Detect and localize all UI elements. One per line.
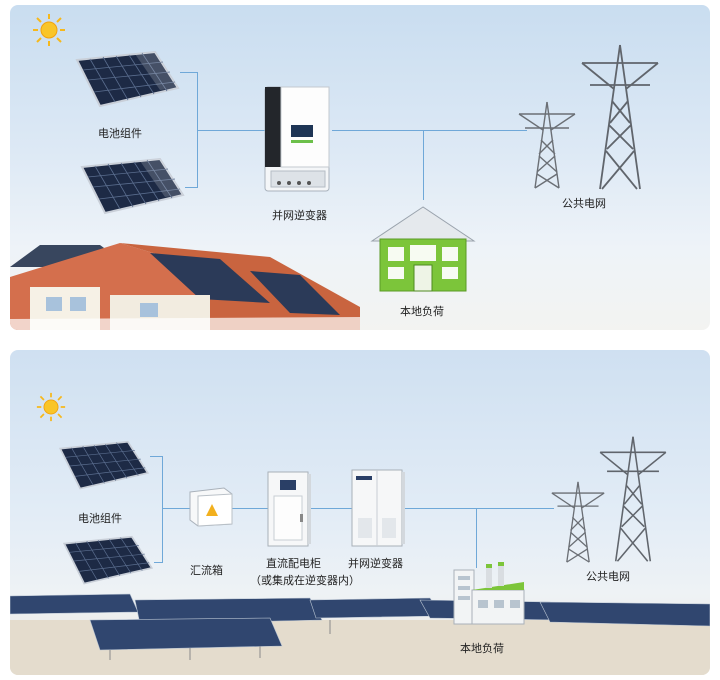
- connector-line: [154, 562, 162, 563]
- grid-inverter-label: 并网逆变器: [348, 557, 403, 570]
- solar-panel-icon: [75, 50, 180, 108]
- connector-line: [162, 456, 163, 563]
- grid-inverter-label: 并网逆变器: [272, 209, 327, 222]
- transmission-tower-icon: [581, 44, 659, 190]
- transmission-tower-icon: [518, 101, 576, 189]
- sun-icon: [33, 14, 65, 46]
- transmission-tower-icon: [551, 481, 605, 563]
- connector-line: [162, 508, 190, 509]
- solar-panel-icon: [58, 440, 150, 490]
- connector-line: [332, 130, 527, 131]
- solar-modules-label: 电池组件: [78, 512, 122, 525]
- dc-cabinet-note: （或集成在逆变器内）: [250, 574, 360, 587]
- connector-line: [185, 187, 197, 188]
- solar-panel-icon: [80, 157, 185, 215]
- solar-field-illustration: [10, 593, 710, 675]
- connector-line: [476, 508, 477, 568]
- house-icon: [370, 206, 476, 292]
- sun-icon: [36, 392, 66, 422]
- connector-line: [310, 508, 352, 509]
- solar-modules-label: 电池组件: [98, 127, 142, 140]
- combiner-box-label: 汇流箱: [190, 564, 223, 577]
- solar-panel-icon: [62, 535, 154, 585]
- cabinet-icon: [351, 469, 405, 547]
- rooftop-illustration: [10, 243, 360, 330]
- public-grid-label: 公共电网: [562, 197, 606, 210]
- connector-line: [404, 508, 554, 509]
- transmission-tower-icon: [599, 436, 667, 562]
- local-load-label: 本地负荷: [400, 305, 444, 318]
- dc-cabinet-label: 直流配电柜: [266, 557, 321, 570]
- factory-icon: [453, 562, 525, 625]
- rooftop-diagram-panel: 电池组件 并网逆变器: [10, 5, 710, 330]
- cabinet-icon: [267, 471, 311, 547]
- connector-line: [423, 130, 424, 200]
- connector-line: [197, 130, 265, 131]
- local-load-label: 本地负荷: [460, 642, 504, 655]
- public-grid-label: 公共电网: [586, 570, 630, 583]
- inverter-icon: [264, 86, 330, 192]
- connector-line: [150, 456, 162, 457]
- combiner-box-icon: [189, 487, 233, 527]
- connector-line: [180, 72, 197, 73]
- connector-line: [232, 508, 268, 509]
- plant-diagram-panel: 电池组件 汇流箱 直流配电柜 （或集成在逆变器内）: [10, 350, 710, 675]
